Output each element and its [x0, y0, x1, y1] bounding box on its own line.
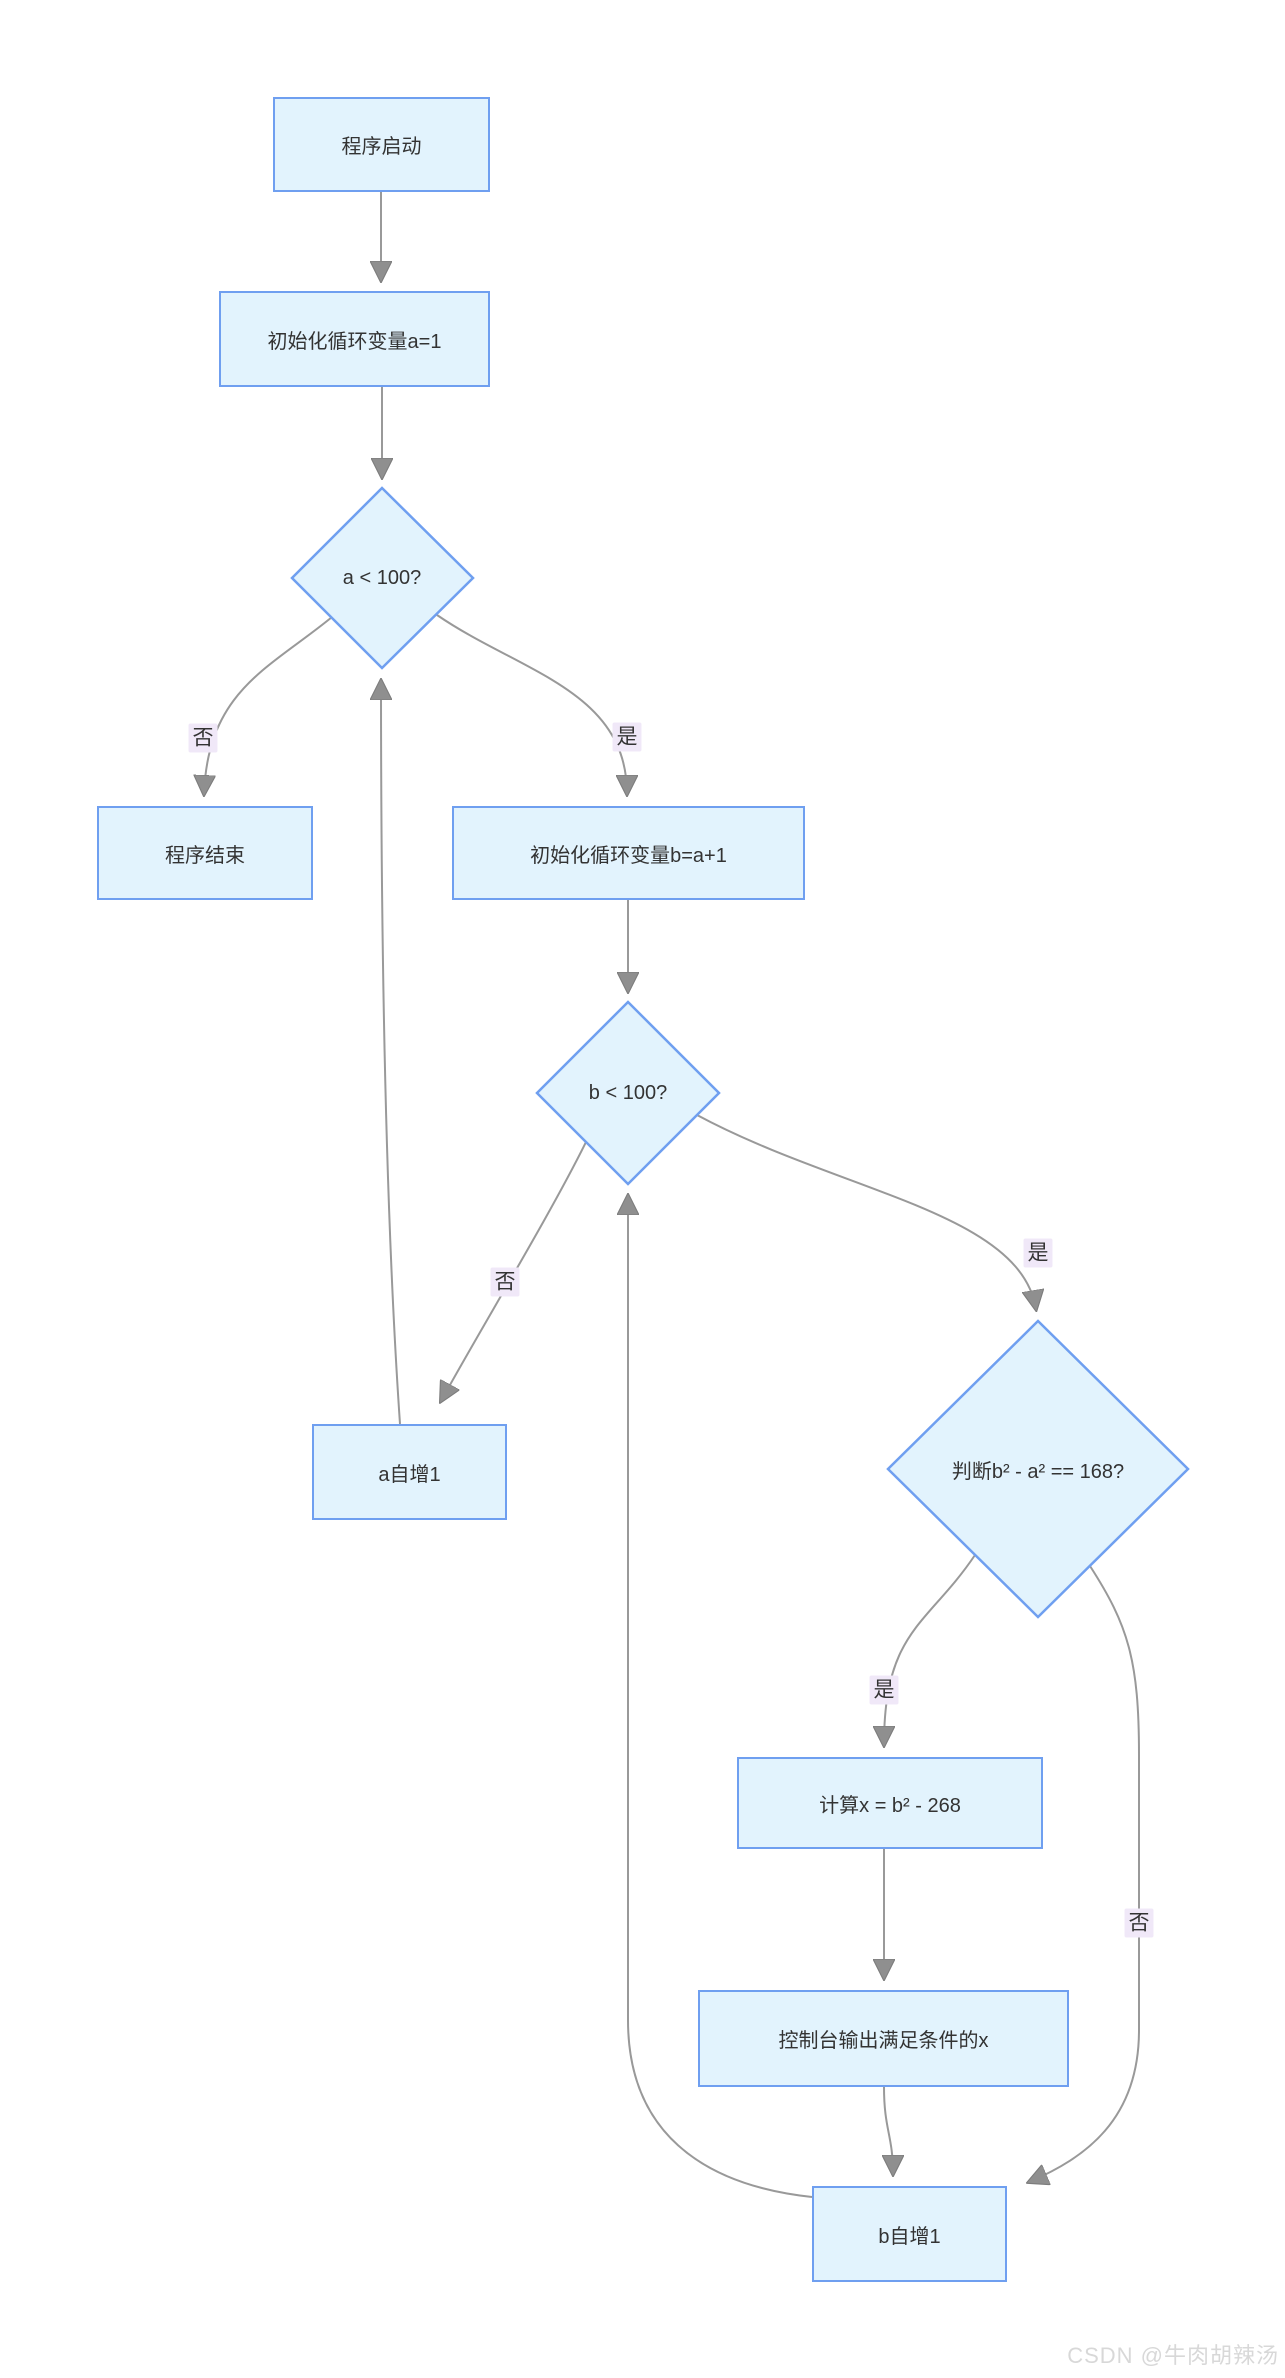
- node-program-end-label: 程序结束: [165, 844, 245, 867]
- node-program-start: 程序启动: [273, 97, 490, 192]
- edge-cond-b-yes-to-check: [696, 1114, 1036, 1309]
- node-increment-b: b自增1: [812, 2186, 1007, 2282]
- csdn-watermark: CSDN @牛肉胡辣汤: [1067, 2343, 1279, 2368]
- edge-output-to-inc-b: [884, 2086, 893, 2174]
- node-increment-b-label: b自增1: [878, 2225, 941, 2248]
- decision-b-lt-100-shape: [535, 1000, 721, 1186]
- node-init-b-label: 初始化循环变量b=a+1: [530, 844, 727, 867]
- edge-check-yes-to-calc: [884, 1554, 976, 1745]
- node-init-a: 初始化循环变量a=1: [219, 291, 490, 387]
- edge-label-check-yes: 是: [869, 1675, 899, 1705]
- node-init-b: 初始化循环变量b=a+1: [452, 806, 805, 900]
- edge-inc-b-to-cond-b-loop: [628, 1196, 813, 2198]
- node-console-output: 控制台输出满足条件的x: [698, 1990, 1069, 2087]
- node-increment-a: a自增1: [312, 1424, 507, 1520]
- edge-cond-a-no-to-end: [204, 616, 333, 794]
- edge-label-check-no: 否: [1124, 1908, 1154, 1938]
- edge-inc-a-to-cond-a-loop: [381, 681, 401, 1425]
- edge-label-cond-a-yes: 是: [612, 722, 642, 752]
- node-increment-a-label: a自增1: [378, 1463, 441, 1486]
- node-calc-x: 计算x = b² - 268: [737, 1757, 1043, 1849]
- node-program-start-label: 程序启动: [341, 136, 422, 158]
- edge-label-cond-b-no: 否: [490, 1267, 520, 1297]
- edge-label-cond-a-no: 否: [188, 723, 218, 753]
- node-console-output-label: 控制台输出满足条件的x: [778, 2030, 989, 2052]
- decision-b2-minus-a2-shape: [886, 1319, 1190, 1619]
- edge-check-no-to-inc-b: [1029, 1565, 1140, 2182]
- edge-cond-a-yes-to-init-b: [436, 614, 627, 794]
- node-program-end: 程序结束: [97, 806, 313, 900]
- node-calc-x-label: 计算x = b² - 268: [819, 1794, 961, 1817]
- edge-label-cond-b-yes: 是: [1023, 1238, 1053, 1268]
- node-init-a-label: 初始化循环变量a=1: [267, 330, 442, 353]
- decision-a-lt-100-shape: [290, 486, 475, 670]
